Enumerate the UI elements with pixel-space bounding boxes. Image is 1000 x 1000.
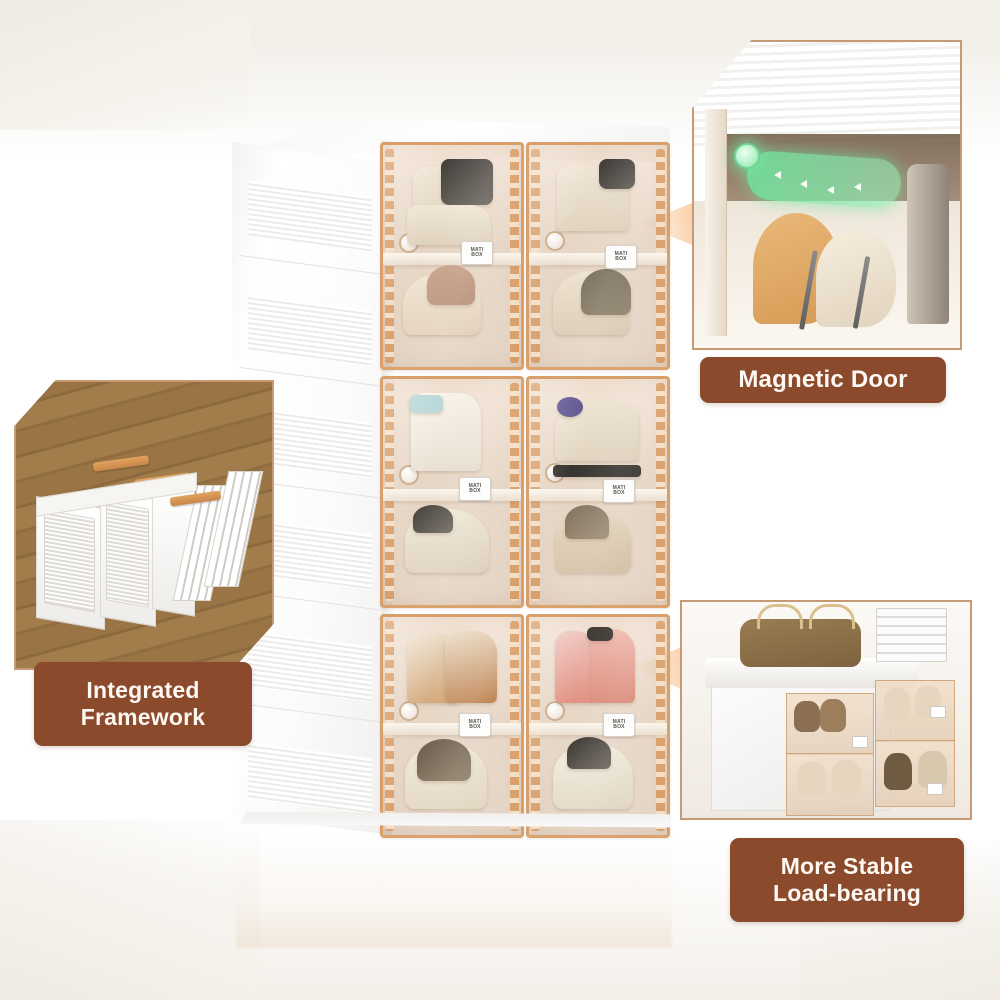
brand-sticker bbox=[929, 705, 946, 718]
vent-louvre-icon bbox=[44, 509, 95, 612]
badge-integrated-framework-label: Integrated Framework bbox=[80, 676, 206, 730]
framework-inset bbox=[14, 380, 274, 670]
load-bearing-inset bbox=[680, 600, 972, 820]
brand-sticker bbox=[851, 735, 868, 748]
background-corner-top-left bbox=[0, 0, 250, 130]
badge-integrated-framework: Integrated Framework bbox=[34, 662, 252, 746]
main-product-image: MATI BOX MATI BOX bbox=[232, 118, 672, 838]
brand-sticker-line2: BOX bbox=[471, 252, 483, 258]
brand-sticker: MATI BOX bbox=[605, 245, 637, 269]
brand-sticker-line1: MATI bbox=[614, 250, 628, 257]
door-row3-right[interactable]: MATI BOX bbox=[526, 614, 670, 838]
background-corner-bottom-left bbox=[0, 820, 260, 1000]
vent-louvre-icon bbox=[248, 742, 372, 815]
brand-sticker-line1: MATI bbox=[470, 246, 484, 253]
door-row1-right[interactable]: MATI BOX bbox=[526, 142, 670, 370]
inset-ceiling-panel bbox=[694, 42, 960, 147]
magnetic-door-inset bbox=[692, 40, 962, 350]
cabinet-door-grid: MATI BOX MATI BOX bbox=[380, 130, 670, 838]
badge-load-bearing-label: More Stable Load-bearing bbox=[772, 852, 922, 906]
bag-handle-icon bbox=[808, 604, 856, 629]
brand-sticker-line2: BOX bbox=[615, 256, 627, 262]
cabinet-row-3: MATI BOX MATI BOX bbox=[380, 614, 670, 838]
brand-sticker bbox=[926, 783, 943, 796]
brand-sticker-line2: BOX bbox=[469, 724, 481, 730]
vent-louvre-icon bbox=[248, 180, 372, 253]
vent-louvre-icon bbox=[248, 630, 372, 703]
cabinet-row-1: MATI BOX MATI BOX bbox=[380, 142, 670, 370]
badge-magnetic-door-label: Magnetic Door bbox=[738, 365, 908, 393]
cabinet-base bbox=[238, 812, 670, 828]
stacked-boxes bbox=[875, 608, 947, 663]
badge-magnetic-door: Magnetic Door bbox=[700, 357, 946, 403]
brand-sticker: MATI BOX bbox=[461, 241, 493, 265]
brand-sticker: MATI BOX bbox=[603, 479, 635, 503]
magnet-icon bbox=[733, 142, 760, 169]
vent-louvre-icon bbox=[248, 294, 372, 367]
bag-handle-icon bbox=[756, 604, 804, 629]
vent-louvre-icon bbox=[105, 501, 149, 608]
brand-sticker-line2: BOX bbox=[613, 490, 625, 496]
floor-reflection bbox=[236, 828, 672, 948]
brand-sticker-line1: MATI bbox=[612, 484, 626, 491]
brand-sticker-line2: BOX bbox=[613, 724, 625, 730]
brand-sticker-line1: MATI bbox=[612, 718, 626, 725]
door-row3-left[interactable]: MATI BOX bbox=[380, 614, 524, 838]
door-row1-left[interactable]: MATI BOX bbox=[380, 142, 524, 370]
brand-sticker: MATI BOX bbox=[603, 713, 635, 737]
badge-load-bearing: More Stable Load-bearing bbox=[730, 838, 964, 922]
cabinet-row-2: MATI BOX MATI BOX bbox=[380, 376, 670, 608]
brand-sticker-line1: MATI bbox=[468, 482, 482, 489]
door-row2-left[interactable]: MATI BOX bbox=[380, 376, 524, 608]
brand-sticker: MATI BOX bbox=[459, 713, 491, 737]
brand-sticker: MATI BOX bbox=[459, 477, 491, 501]
brand-sticker-line2: BOX bbox=[469, 488, 481, 494]
inset-side-rod bbox=[906, 164, 950, 324]
door-row2-right[interactable]: MATI BOX bbox=[526, 376, 670, 608]
brand-sticker-line1: MATI bbox=[468, 718, 482, 725]
inset-door-post bbox=[704, 109, 727, 336]
